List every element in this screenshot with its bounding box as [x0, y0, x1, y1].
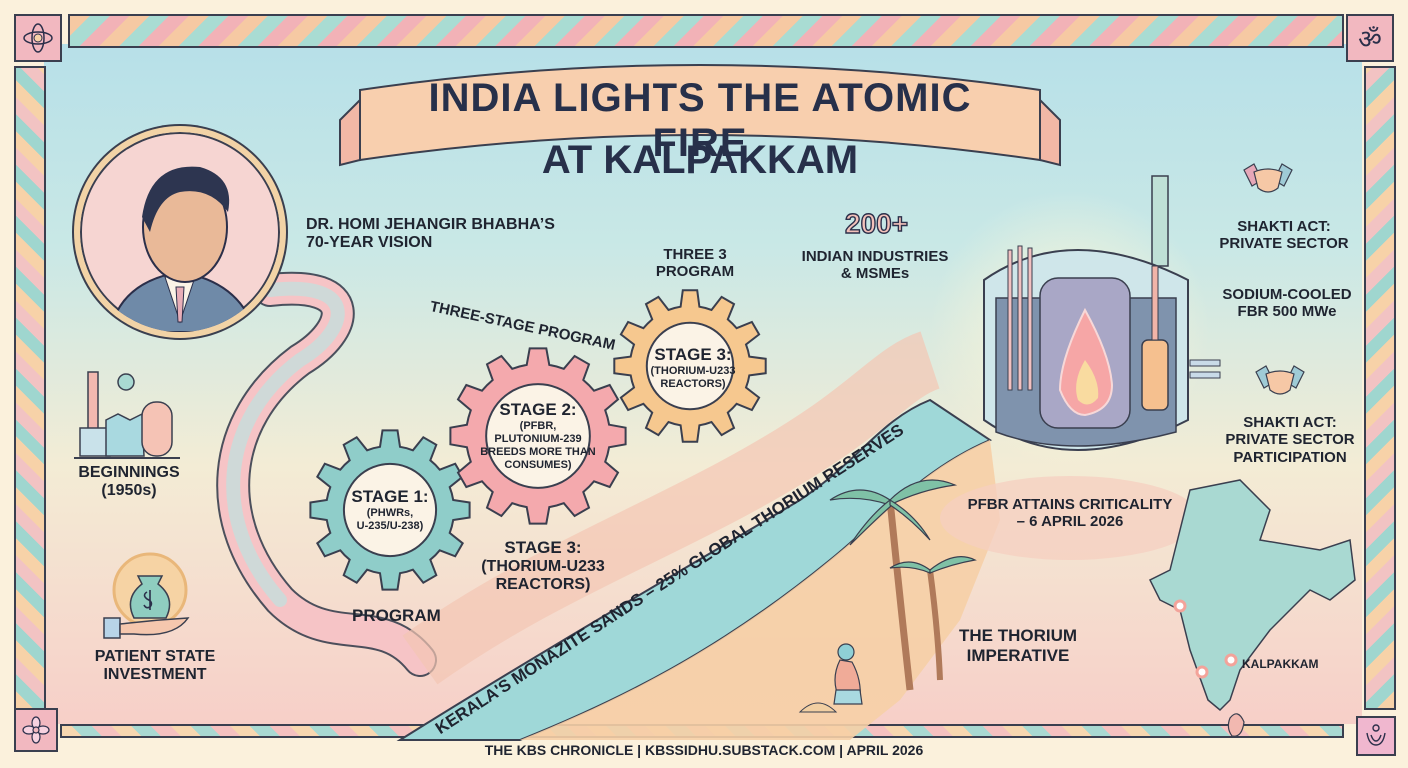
stage3-gear-line2: REACTORS): [660, 378, 726, 390]
frame-border-left: [14, 66, 46, 710]
shakti1-line1: SHAKTI ACT:: [1237, 218, 1331, 235]
bhabha-caption: DR. HOMI JEHANGIR BHABHA’S 70-YEAR VISIO…: [306, 216, 555, 253]
shakti2-line2: PRIVATE SECTOR: [1225, 431, 1355, 449]
stage1-line1: (PHWRs,: [366, 506, 414, 519]
sodium-cooled-label: SODIUM-COOLED FBR 500 MWe: [1212, 286, 1362, 321]
shakti-act-label-1: SHAKTI ACT: PRIVATE SECTOR: [1214, 218, 1354, 253]
stage2-line4: CONSUMES): [504, 459, 572, 472]
stage3-free-label: STAGE 3: (THORIUM-U233 REACTORS): [478, 538, 608, 594]
reactor-illustration: [930, 175, 1221, 470]
stage2-title: STAGE 2:: [499, 399, 577, 419]
stage2-line3: BREEDS MORE THAN: [480, 446, 596, 458]
om-glyph: ॐ: [1358, 24, 1382, 54]
stage2-gear-hub: [485, 383, 591, 489]
palm-trees-illustration: [829, 479, 977, 691]
money-bag-hand-icon: [103, 552, 190, 639]
industries-count: 200+: [844, 207, 909, 239]
three-program-line2: PROGRAM: [655, 263, 735, 281]
industries-line2: & MSMEs: [840, 265, 910, 283]
atom-flower-icon: [14, 14, 62, 62]
shakti1-line2: PRIVATE SECTOR: [1219, 235, 1349, 253]
bhabha-caption-line1: DR. HOMI JEHANGIR BHABHA’S: [306, 216, 555, 233]
beginnings-label: BEGINNINGS (1950s): [54, 464, 204, 501]
industries-line1: INDIAN INDUSTRIES: [801, 248, 949, 265]
investment-label: PATIENT STATE INVESTMENT: [70, 648, 240, 685]
stage2-line1: (PFBR,: [519, 419, 557, 432]
stage3-free-line1: (THORIUM-U233: [481, 557, 605, 575]
stage3-gear-line1: (THORIUM-U233: [650, 364, 736, 377]
stage3-free-title: STAGE 3:: [504, 538, 582, 557]
stage1-title: STAGE 1:: [351, 486, 429, 506]
page-subtitle: AT KALPAKKAM: [541, 138, 859, 182]
frame-border-top: [68, 14, 1344, 48]
handshake-icon: [1243, 163, 1293, 193]
three-program-label: THREE 3 PROGRAM: [640, 246, 750, 281]
bhabha-caption-line2: 70-YEAR VISION: [306, 234, 433, 252]
shakti2-line1: SHAKTI ACT:: [1243, 414, 1337, 431]
frame-border-right: [1364, 66, 1396, 710]
om-icon: ॐ: [1346, 14, 1394, 62]
bhabha-portrait: [74, 126, 286, 338]
sodium-line2: FBR 500 MWe: [1237, 303, 1337, 321]
stage3-gear-hub: [645, 321, 735, 411]
criticality-line1: PFBR ATTAINS CRITICALITY: [967, 496, 1173, 513]
stage1-gear-text: STAGE 1: (PHWRs, U-235/U-238): [335, 470, 445, 550]
three-program-line1: THREE 3: [663, 246, 727, 263]
page-title: INDIA LIGHTS THE ATOMIC FIRE: [428, 76, 972, 165]
title-ribbon: [339, 64, 1061, 167]
stage3-gear-title: STAGE 3:: [654, 344, 732, 364]
factory-icon: [74, 371, 180, 459]
handshake-icon: [1255, 365, 1305, 395]
stage1-line2: U-235/U-238): [356, 520, 424, 532]
thorium-line1: THE THORIUM: [958, 626, 1078, 645]
lotus-icon: [14, 708, 58, 752]
footer-credit: THE KBS CHRONICLE | KBSSIDHU.SUBSTACK.CO…: [484, 742, 924, 758]
stage3-gear-text: STAGE 3: (THORIUM-U233 REACTORS): [638, 328, 748, 408]
investment-line1: PATIENT STATE: [94, 648, 216, 665]
criticality-line2: – 6 APRIL 2026: [1016, 513, 1124, 531]
stage3-free-line2: REACTORS): [495, 575, 591, 593]
program-label: PROGRAM: [352, 606, 441, 625]
criticality-highlight: [940, 476, 1200, 560]
stage1-gear-hub: [342, 462, 438, 558]
yoga-figure-icon: [1356, 716, 1396, 756]
stage2-line2: PLUTONIUM-239: [494, 432, 582, 445]
thorium-imperative-label: THE THORIUM IMPERATIVE: [948, 626, 1088, 665]
investment-line2: INVESTMENT: [103, 666, 207, 684]
industries-label: INDIAN INDUSTRIES & MSMEs: [790, 248, 960, 283]
beginnings-line1: BEGINNINGS: [78, 464, 180, 481]
criticality-label: PFBR ATTAINS CRITICALITY – 6 APRIL 2026: [960, 496, 1180, 531]
beginnings-line2: (1950s): [101, 482, 157, 500]
sand-worker-illustration: [798, 643, 863, 713]
stage2-gear-text: STAGE 2: (PFBR, PLUTONIUM-239 BREEDS MOR…: [478, 386, 598, 486]
shakti-act-label-2: SHAKTI ACT: PRIVATE SECTOR PARTICIPATION: [1220, 414, 1360, 466]
shakti2-line3: PARTICIPATION: [1233, 448, 1347, 466]
sodium-line1: SODIUM-COOLED: [1222, 286, 1352, 303]
india-map: [1148, 479, 1356, 737]
thorium-line2: IMPERATIVE: [966, 645, 1070, 665]
kalpakkam-map-label: KALPAKKAM: [1242, 657, 1319, 671]
